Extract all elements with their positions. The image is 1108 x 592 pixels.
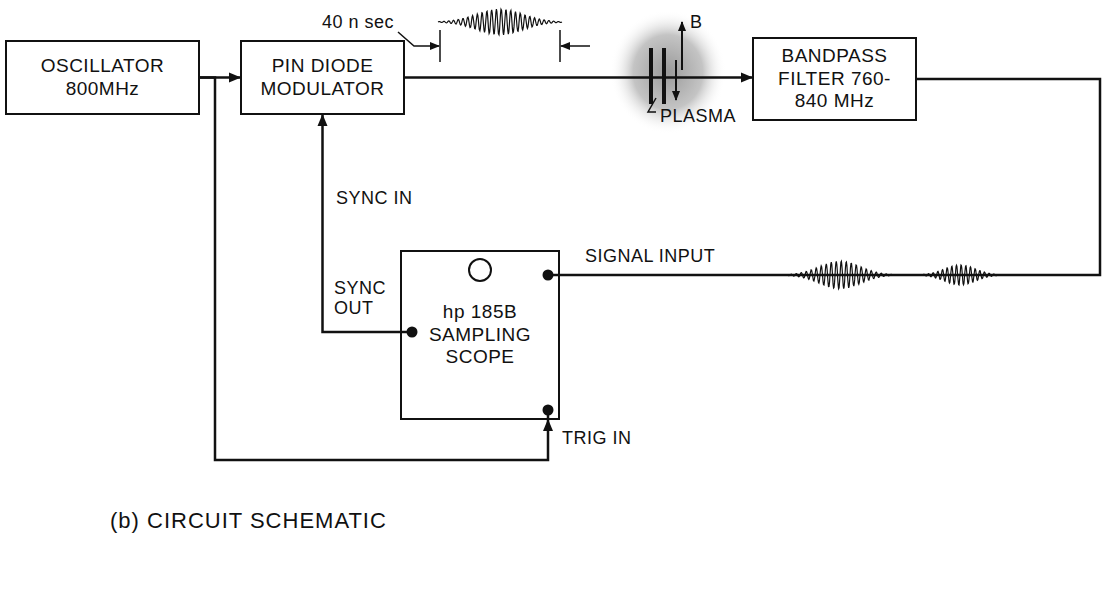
oscillator-box: OSCILLATOR 800MHz (5, 40, 200, 115)
plasma-plate (649, 48, 653, 104)
text-column: BANDPASS FILTER 760-840 MHz (765, 45, 905, 112)
plasma-plate (662, 48, 666, 104)
box-label: hp 185B SAMPLING SCOPE (425, 301, 535, 368)
signal-wire (323, 115, 401, 332)
rf-burst (438, 9, 562, 35)
dimension-tick (559, 30, 561, 62)
leader-line (648, 98, 656, 112)
signal-wire (200, 76, 240, 79)
dimension-tick (439, 30, 441, 62)
figure-caption: (b) CIRCUIT SCHEMATIC (110, 508, 387, 534)
signal-name: SIGNAL INPUT (585, 246, 715, 266)
plasma-label: PLASMA (660, 106, 736, 126)
dimension-arrow (561, 45, 590, 47)
rf-burst (785, 261, 895, 289)
duration-label: 40 n sec (322, 12, 394, 32)
box-label: OSCILLATOR 800MHz (28, 55, 178, 100)
text-column: hp 185B SAMPLING SCOPE (425, 301, 535, 368)
signal-name: SYNC IN (336, 188, 413, 208)
rf-burst (918, 265, 1002, 285)
scope-box: hp 185B SAMPLING SCOPE (400, 250, 560, 420)
modulator-box: PIN DIODE MODULATOR (240, 40, 405, 115)
field-arrow (681, 22, 683, 70)
filter-box: BANDPASS FILTER 760-840 MHz (752, 37, 917, 120)
signal-wire (405, 76, 752, 79)
field-arrow (675, 60, 677, 100)
text-column: PIN DIODE MODULATOR (258, 55, 388, 100)
box-label: BANDPASS FILTER 760-840 MHz (765, 45, 905, 112)
text-column: OSCILLATOR 800MHz (28, 55, 178, 100)
box-label: PIN DIODE MODULATOR (258, 55, 388, 100)
signal-name: TRIG IN (562, 428, 632, 448)
field-label: B (690, 12, 703, 32)
signal-name: SYNC OUT (334, 278, 396, 318)
